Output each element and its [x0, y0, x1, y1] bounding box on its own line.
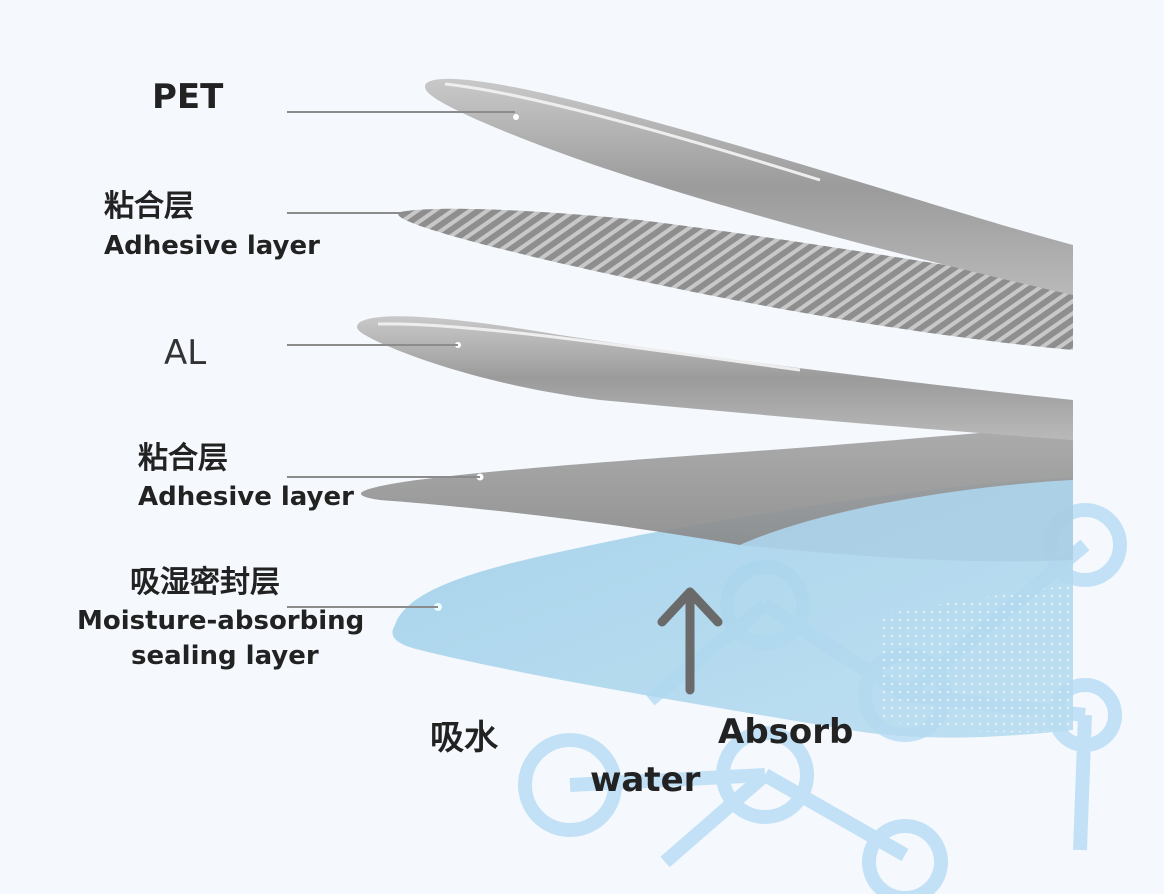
- water-en-label: water: [590, 760, 701, 800]
- sealing-cn-label: 吸湿密封层: [130, 565, 280, 600]
- lower-adhesive-cn-label: 粘合层: [138, 441, 228, 476]
- lower-adhesive-layer-shape: [360, 426, 1073, 562]
- absorb-en-label: Absorb: [718, 712, 854, 752]
- sealing-en-label-line1: Moisture-absorbing: [77, 606, 365, 636]
- lower-adhesive-en-label: Adhesive layer: [138, 482, 354, 512]
- sealing-en-label-line2: sealing layer: [131, 641, 319, 671]
- upper-adhesive-cn-label: 粘合层: [104, 189, 194, 224]
- absorb-arrow-icon: [657, 587, 723, 695]
- upper-adhesive-en-label: Adhesive layer: [104, 231, 320, 261]
- absorb-cn-label: 吸水: [430, 718, 498, 758]
- pet-layer-shape: [424, 78, 1073, 295]
- leader-lines: [287, 111, 515, 608]
- al-label: AL: [164, 333, 207, 373]
- pet-label: PET: [152, 77, 224, 117]
- upper-adhesive-layer-shape: [398, 208, 1074, 350]
- al-layer-shape: [357, 316, 1073, 440]
